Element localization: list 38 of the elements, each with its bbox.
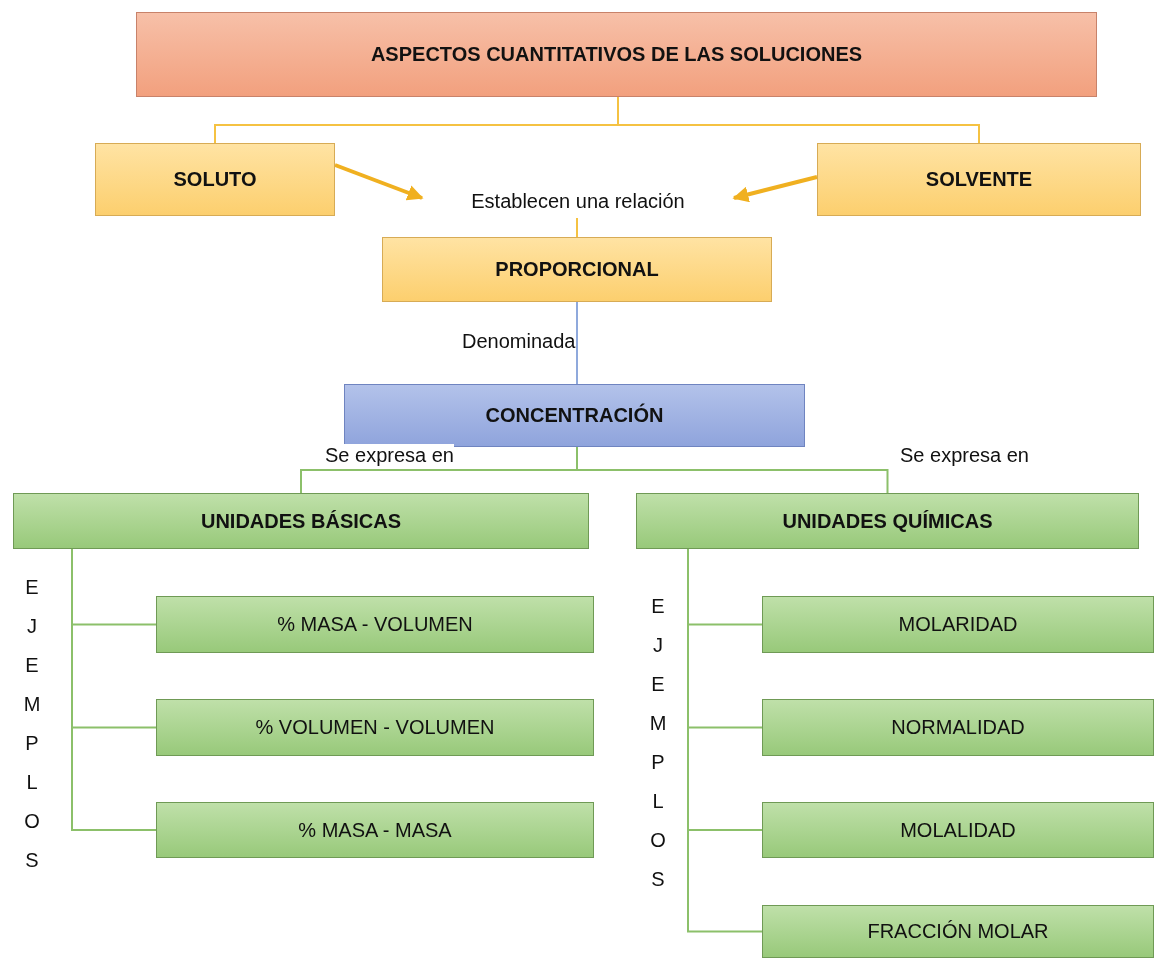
node-label: MOLARIDAD — [898, 613, 1018, 636]
node-label: CONCENTRACIÓN — [485, 404, 664, 427]
vertical-label: EJEMPLOS — [648, 594, 668, 892]
concept-box — [636, 493, 1139, 549]
concept-box — [762, 905, 1154, 958]
title-box — [136, 12, 1097, 97]
arrow — [334, 163, 424, 201]
concept-box — [382, 237, 772, 302]
node-label: % MASA - VOLUMEN — [277, 613, 473, 636]
node-label: SOLUTO — [173, 168, 257, 191]
node-label: SOLVENTE — [925, 168, 1033, 191]
concept-box — [344, 384, 805, 447]
concept-box — [762, 699, 1154, 756]
concept-box — [95, 143, 335, 216]
node-label: % MASA - MASA — [298, 818, 452, 842]
node-label: MOLALIDAD — [900, 818, 1016, 842]
concept-box — [156, 699, 594, 756]
connector-line — [71, 548, 157, 831]
node-label: FRACCIÓN MOLAR — [867, 920, 1049, 943]
edge-label: Se expresa en — [325, 444, 454, 467]
node-label: NORMALIDAD — [891, 716, 1025, 739]
linking-phrase: Establecen una relación — [471, 189, 685, 213]
concept-box — [156, 596, 594, 653]
arrow — [732, 175, 818, 203]
concept-box — [762, 802, 1154, 858]
node-label: ASPECTOS CUANTITATIVOS DE LAS SOLUCIONES — [370, 43, 863, 66]
concept-box — [156, 802, 594, 858]
connector-line — [576, 446, 889, 494]
concept-box — [817, 143, 1141, 216]
vertical-label: EJEMPLOS — [22, 575, 42, 873]
node-label: PROPORCIONAL — [495, 258, 659, 281]
node-label: UNIDADES QUÍMICAS — [782, 509, 993, 533]
node-label: % VOLUMEN - VOLUMEN — [255, 716, 495, 739]
connector-line — [576, 301, 578, 385]
node-label: UNIDADES BÁSICAS — [201, 509, 401, 533]
concept-box — [13, 493, 589, 549]
concept-box — [762, 596, 1154, 653]
connector-line — [576, 217, 578, 238]
